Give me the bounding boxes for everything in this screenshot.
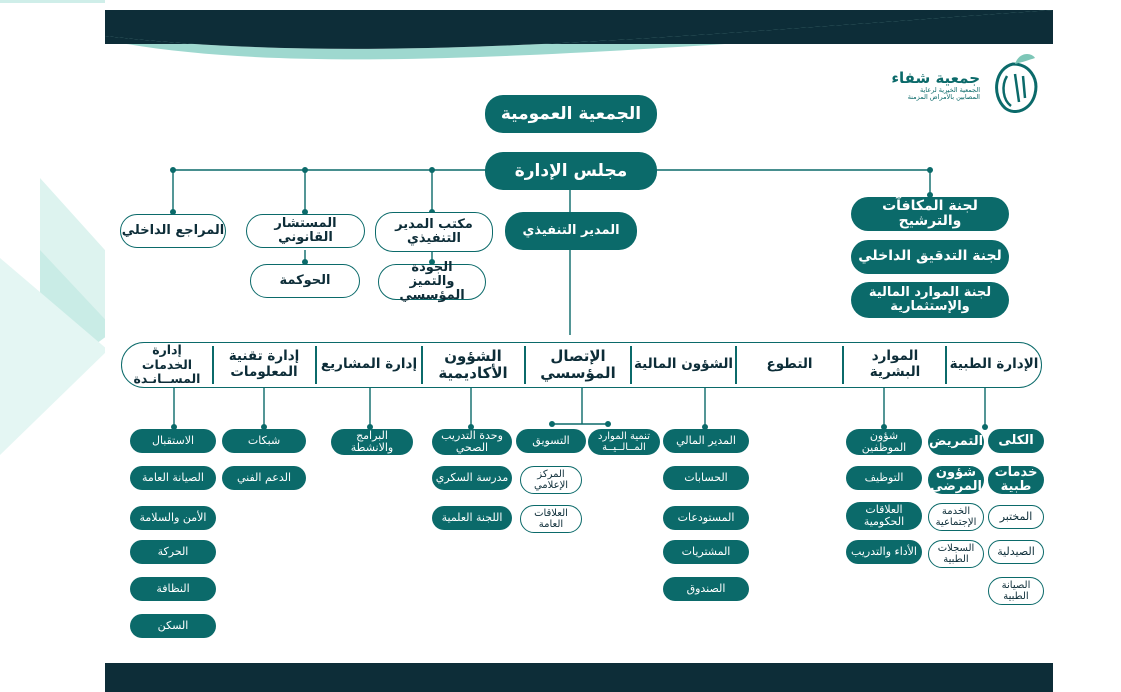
- executive-director-node: المدير التنفيذي: [505, 212, 637, 250]
- dept-support: إدارة الخدمات المســانـدة: [133, 342, 201, 387]
- academic-item: مدرسة السكري: [432, 466, 512, 490]
- dept-hr: الموارد البشرية: [869, 348, 921, 380]
- legal-advisor-node: المستشار القانوني: [246, 214, 365, 248]
- academic-item: اللجنة العلمية: [432, 506, 512, 530]
- header-wave: [105, 10, 1053, 60]
- media-center-node: المركز الإعلامي: [520, 466, 582, 494]
- dept-projects: إدارة المشاريع: [320, 356, 418, 373]
- public-relations-node: العلاقات العامة: [520, 505, 582, 533]
- committee-audit: لجنة التدقيق الداخلي: [851, 240, 1009, 274]
- logo-name: جمعية شفاء: [891, 69, 980, 87]
- finance-item: الصندوق: [663, 577, 749, 601]
- kidney-node: الكلى: [988, 429, 1044, 453]
- logo-icon: [985, 50, 1041, 120]
- logo-tagline-2: المصابين بالأمراض المزمنة: [907, 93, 980, 102]
- medical-records-node: السجلات الطبية: [928, 540, 984, 568]
- patient-affairs-node: شؤون المرضى: [928, 465, 984, 494]
- dept-communication: الإتصال المؤسسي: [540, 346, 616, 382]
- support-item: السكن: [130, 614, 216, 638]
- it-item: الدعم الفني: [222, 466, 306, 490]
- finance-item: الحسابات: [663, 466, 749, 490]
- committee-finance: لجنة الموارد المالية والإستثمارية: [851, 282, 1009, 318]
- dept-medical: الإدارة الطبية: [949, 356, 1039, 373]
- support-item: الحركة: [130, 540, 216, 564]
- support-item: الصيانة العامة: [130, 466, 216, 490]
- medical-maintenance-node: الصيانة الطبية: [988, 577, 1044, 605]
- academic-item: وحدة التدريب الصحي: [432, 429, 512, 455]
- financial-development-node: تنمية الموارد المــالــيــة: [588, 429, 660, 455]
- social-service-node: الخدمة الإجتماعية: [928, 503, 984, 531]
- finance-item: المستودعات: [663, 506, 749, 530]
- it-item: شبكات: [222, 429, 306, 453]
- nursing-node: التمريض: [928, 429, 984, 455]
- dept-it: إدارة تقنية المعلومات: [228, 348, 300, 380]
- logo-tagline-1: الجمعية الخيرية لرعاية: [920, 85, 980, 94]
- dept-finance: الشؤون المالية: [633, 356, 734, 373]
- footer-bar: [105, 663, 1053, 692]
- hr-item: التوظيف: [846, 466, 922, 490]
- medical-services-node: خدمات طبية: [988, 465, 1044, 494]
- logo-text: جمعية شفاء الجمعية الخيرية لرعاية المصاب…: [880, 70, 980, 102]
- committee-rewards: لجنة المكافآت والترشيح: [851, 197, 1009, 231]
- finance-item: المشتريات: [663, 540, 749, 564]
- board-node: مجلس الإدارة: [485, 152, 657, 190]
- marketing-node: التسويق: [516, 429, 586, 453]
- support-item: الاستقبال: [130, 429, 216, 453]
- dept-academic: الشؤون الأكاديمية: [438, 346, 508, 382]
- departments-bar: [121, 342, 1042, 388]
- pharmacy-node: الصيدلية: [988, 540, 1044, 564]
- lab-node: المختبر: [988, 505, 1044, 529]
- hr-item: شؤون الموظفين: [846, 429, 922, 455]
- executive-office-node: مكتب المدير التنفيذي: [375, 212, 493, 252]
- governance-node: الحوكمة: [250, 264, 360, 298]
- hr-item: الأداء والتدريب: [846, 540, 922, 564]
- hr-item: العلاقات الحكومية: [846, 502, 922, 530]
- projects-item: البرامج والانشطة: [331, 429, 413, 455]
- quality-node: الجودة والتميز المؤسسي: [378, 260, 486, 303]
- dept-volunteering: التطوع: [766, 356, 813, 373]
- support-item: الأمن والسلامة: [130, 506, 216, 530]
- finance-item: المدير المالي: [663, 429, 749, 453]
- general-assembly-node: الجمعية العمومية: [485, 95, 657, 133]
- support-item: النظافة: [130, 577, 216, 601]
- internal-auditor-node: المراجع الداخلي: [120, 214, 226, 248]
